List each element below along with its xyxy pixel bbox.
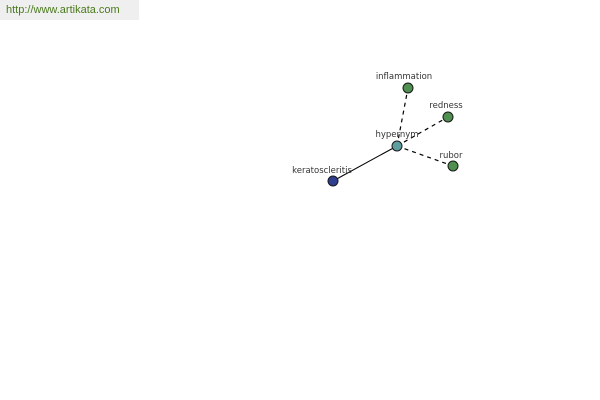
node-hypernym[interactable]: [391, 140, 403, 152]
node-redness[interactable]: [442, 111, 454, 123]
label-redness: redness: [429, 101, 463, 111]
node-inflammation[interactable]: [402, 82, 414, 94]
edge-keratoscleritis-hypernym: [332, 145, 398, 182]
node-keratoscleritis[interactable]: [327, 175, 339, 187]
watermark-url: http://www.artikata.com: [0, 0, 139, 20]
label-hypernym: hypernym: [375, 130, 418, 140]
edge-hypernym-inflammation: [396, 87, 409, 147]
edge-hypernym-redness: [396, 116, 449, 147]
edge-hypernym-rubor: [396, 145, 454, 167]
label-rubor: rubor: [440, 151, 463, 161]
label-keratoscleritis: keratoscleritis: [292, 166, 352, 176]
label-inflammation: inflammation: [376, 72, 432, 82]
node-rubor[interactable]: [447, 160, 459, 172]
